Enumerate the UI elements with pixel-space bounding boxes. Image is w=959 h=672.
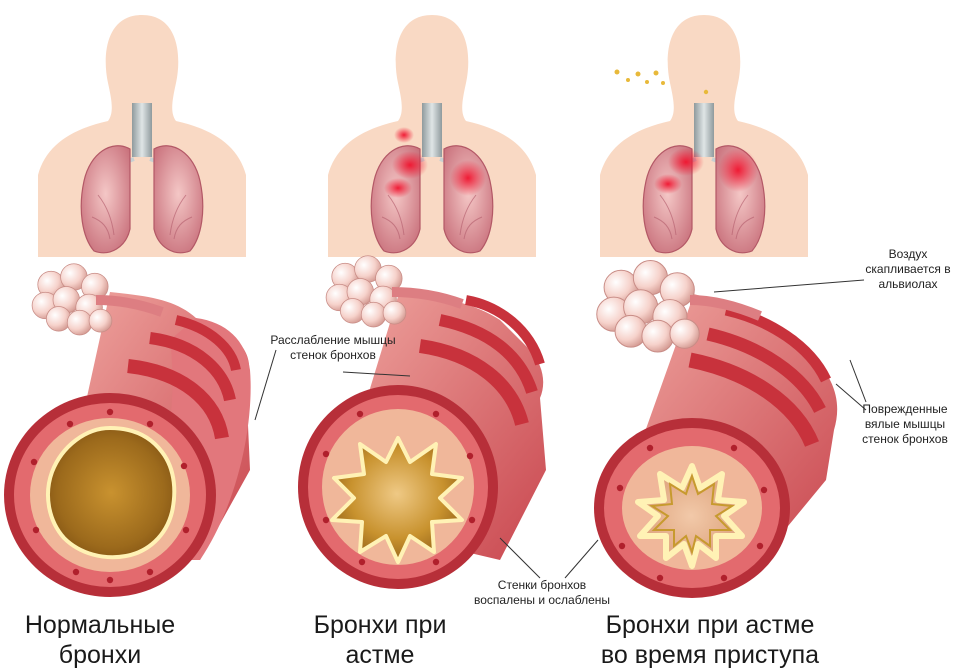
- callout-inflamed-walls: Стенки бронхов воспалены и ослаблены: [464, 578, 620, 608]
- callout-damaged-muscles: Поврежденные вялые мышцы стенок бронхов: [852, 402, 958, 447]
- caption-normal: Нормальные бронхи: [0, 610, 200, 670]
- caption-asthma: Бронхи при астме: [290, 610, 470, 670]
- torso-asthma: [328, 15, 536, 257]
- callout-relaxation: Расслабление мышцы стенок бронхов: [258, 333, 408, 363]
- bronchus-asthma: [298, 256, 546, 589]
- callout-air-trapped: Воздух скапливается в альвиолах: [858, 247, 958, 292]
- caption-attack: Бронхи при астме во время приступа: [580, 610, 840, 670]
- bronchus-normal: [4, 264, 251, 597]
- torso-normal: [38, 15, 246, 257]
- bronchus-attack: [594, 261, 837, 598]
- torso-attack: [600, 15, 808, 257]
